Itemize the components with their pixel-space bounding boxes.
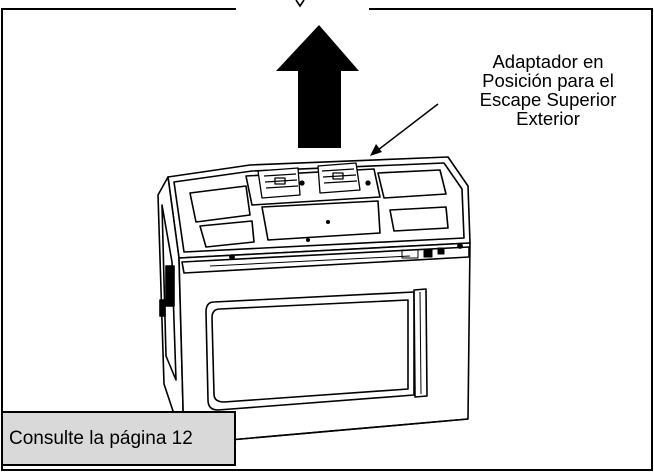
page-reference-box: Consulte la página 12 [1, 411, 236, 466]
callout-line-4: Exterior [516, 108, 580, 129]
callout-line-2: Posición para el [482, 70, 614, 91]
callout-line-1: Adaptador en [492, 51, 604, 72]
up-arrow-icon [276, 25, 359, 148]
figure-frame [1, 8, 653, 471]
cropped-title-fragment [295, 0, 305, 8]
callout-line-3: Escape Superior [479, 89, 617, 110]
callout-leader [370, 103, 439, 156]
microwave-illustration [157, 156, 471, 445]
adapter-callout-label: Adaptador en Posición para el Escape Sup… [443, 52, 653, 128]
page-reference-text: Consulte la página 12 [9, 427, 193, 449]
